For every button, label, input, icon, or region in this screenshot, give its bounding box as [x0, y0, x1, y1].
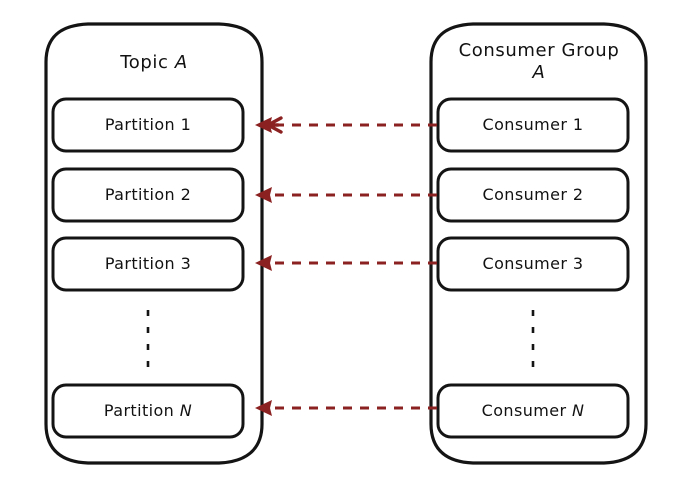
consumer-label-1-suffix: 1 [572, 115, 584, 134]
topic-panel-title: Topic A [46, 52, 262, 74]
partition-label-3-suffix: 3 [180, 254, 192, 273]
partition-label-2-text: Partition [104, 185, 176, 204]
consumer-label-3-suffix: 3 [572, 254, 584, 273]
partition-label-2: Partition 2 [53, 186, 243, 204]
consumer-label-1: Consumer 1 [438, 116, 628, 134]
partition-box-3[interactable] [51, 236, 245, 292]
consumer-label-1-text: Consumer [482, 115, 568, 134]
partition-label-n: Partition N [53, 402, 243, 420]
topic-panel-title-text: Topic [120, 52, 169, 73]
consumer-label-3: Consumer 3 [438, 255, 628, 273]
partition-box-1[interactable] [51, 97, 245, 153]
consumer-label-2-suffix: 2 [572, 185, 584, 204]
consumer-box-3[interactable] [436, 236, 630, 292]
partition-box-n[interactable] [51, 383, 245, 439]
partition-label-1-suffix: 1 [180, 115, 192, 134]
connection-arrow-3 [255, 255, 437, 271]
consumer-label-n: Consumer N [438, 402, 628, 420]
consumer-box-2[interactable] [436, 167, 630, 223]
partition-box-2[interactable] [51, 167, 245, 223]
partition-label-n-suffix: N [179, 401, 193, 420]
consumer-box-1[interactable] [436, 97, 630, 153]
consumer-group-panel-title-text: Consumer Group [458, 40, 620, 61]
consumer-label-3-text: Consumer [482, 254, 568, 273]
connection-arrow-2 [255, 187, 437, 203]
consumer-label-2-text: Consumer [482, 185, 568, 204]
consumer-group-panel-title-italic: A [532, 62, 546, 83]
consumer-label-n-text: Consumer [481, 401, 567, 420]
partition-label-3-text: Partition [104, 254, 176, 273]
partition-label-1-text: Partition [104, 115, 176, 134]
consumer-group-panel-title: Consumer Group A [431, 40, 647, 84]
partition-label-2-suffix: 2 [180, 185, 192, 204]
partition-label-1: Partition 1 [53, 116, 243, 134]
consumer-label-2: Consumer 2 [438, 186, 628, 204]
connection-arrow-n [255, 400, 437, 416]
partition-label-n-text: Partition [103, 401, 175, 420]
topic-panel-title-italic: A [174, 52, 188, 73]
partition-label-3: Partition 3 [53, 255, 243, 273]
consumer-label-n-suffix: N [571, 401, 585, 420]
connection-arrow-1 [255, 116, 437, 134]
consumer-box-n[interactable] [436, 383, 630, 439]
